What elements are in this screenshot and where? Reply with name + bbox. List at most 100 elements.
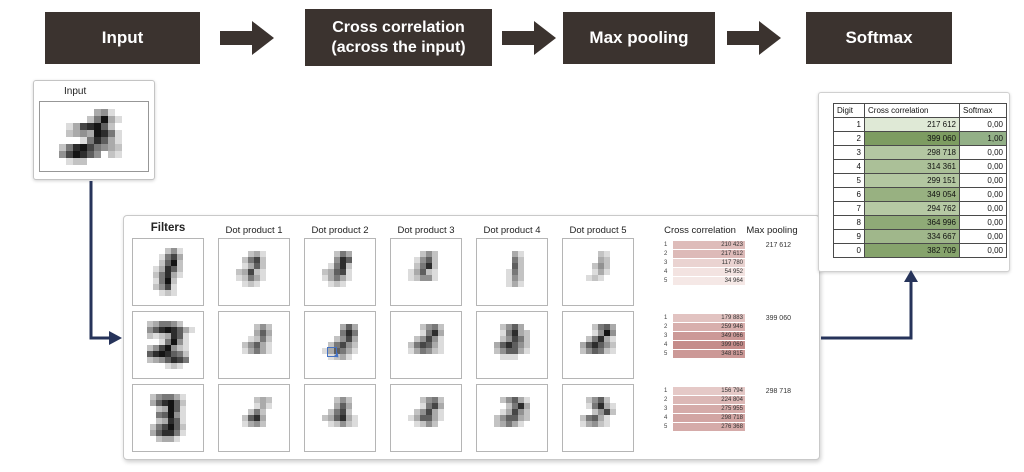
r1dp5-pixels — [574, 251, 622, 293]
max-pooling-value-row3: 298 718 — [765, 388, 791, 395]
r1dp3-pixels — [402, 251, 450, 293]
cross-correlation-column-header: Cross correlation — [864, 103, 960, 118]
dot-product-image-row2-col2 — [304, 311, 376, 379]
r2dp4-pixels — [488, 324, 536, 366]
flow-step-input: Input — [45, 12, 200, 64]
dot-product-image-row2-col5 — [562, 311, 634, 379]
dot-product-image-row2-col1 — [218, 311, 290, 379]
filters-header: Filters — [150, 222, 186, 234]
dot-product-image-row2-col3 — [390, 311, 462, 379]
flow-step-softmax: Softmax — [806, 12, 952, 64]
r2dp1-pixels — [230, 324, 278, 366]
flow-step-max-pooling-label: Max pooling — [589, 28, 689, 47]
r1dp4-pixels — [488, 251, 536, 293]
dot-product-image-row1-col5 — [562, 238, 634, 306]
pipeline-panel: Filters Dot product 1 Dot product 2 Dot … — [123, 215, 820, 460]
dot-product-1-header: Dot product 1 — [225, 225, 283, 236]
dot-product-image-row3-col5 — [562, 384, 634, 452]
dot-product-image-row3-col2 — [304, 384, 376, 452]
digit-column-header: Digit — [833, 103, 865, 118]
max-pooling-value-row2: 399 060 — [765, 315, 791, 322]
filter-image-row3 — [132, 384, 204, 452]
softmax-column-header: Softmax — [959, 103, 1007, 118]
r3dp4-pixels — [488, 397, 536, 439]
dot-product-image-row3-col1 — [218, 384, 290, 452]
connector-input-to-panel — [89, 181, 122, 345]
flow-arrow-1 — [220, 21, 274, 55]
max-pooling-header: Max pooling — [746, 225, 798, 236]
dot-product-image-row2-col4 — [476, 311, 548, 379]
r3dp3-pixels — [402, 397, 450, 439]
dot-product-image-row3-col3 — [390, 384, 462, 452]
flow-step-max-pooling: Max pooling — [563, 12, 715, 64]
r3dp2-pixels — [316, 397, 364, 439]
r1dp1-pixels — [230, 251, 278, 293]
connector-panel-to-table — [821, 270, 918, 340]
max-pooling-value-row1: 217 612 — [765, 242, 791, 249]
flow-step-input-label: Input — [101, 28, 144, 47]
cross-correlation-header: Cross correlation — [664, 225, 736, 236]
flow-step-softmax-label: Softmax — [845, 28, 913, 47]
dot-product-5-header: Dot product 5 — [569, 225, 627, 236]
input-digit-pixels — [52, 108, 136, 165]
r3dp5-pixels — [574, 397, 622, 439]
dot-product-image-row1-col4 — [476, 238, 548, 306]
r3dp1-pixels — [230, 397, 278, 439]
filter2-pixels — [141, 321, 195, 369]
input-card-title: Input — [64, 86, 87, 97]
flow-arrow-2 — [502, 21, 556, 55]
input-digit-image — [39, 101, 149, 172]
r2dp3-pixels — [402, 324, 450, 366]
dot-product-image-row3-col4 — [476, 384, 548, 452]
filter-image-row1 — [132, 238, 204, 306]
dot-product-image-row1-col3 — [390, 238, 462, 306]
flow-step-cross-correlation-label: Cross correlation — [332, 19, 465, 37]
filter1-pixels — [141, 248, 195, 296]
dot-product-image-row1-col2 — [304, 238, 376, 306]
dot-product-4-header: Dot product 4 — [483, 225, 541, 236]
r1dp2-pixels — [316, 251, 364, 293]
flow-step-cross-correlation: Cross correlation (across the input) — [305, 9, 492, 66]
dot-product-2-header: Dot product 2 — [311, 225, 369, 236]
flow-arrow-3 — [727, 21, 781, 55]
filter-image-row2 — [132, 311, 204, 379]
r2dp2-pixels — [316, 324, 364, 366]
input-card: Input — [33, 80, 155, 180]
filter3-pixels — [144, 394, 192, 442]
dot-product-3-header: Dot product 3 — [397, 225, 455, 236]
dot-product-image-row1-col1 — [218, 238, 290, 306]
result-table-header-row: Digit Cross correlation Softmax — [833, 103, 1007, 118]
flow-step-cross-correlation-sublabel: (across the input) — [331, 38, 466, 56]
